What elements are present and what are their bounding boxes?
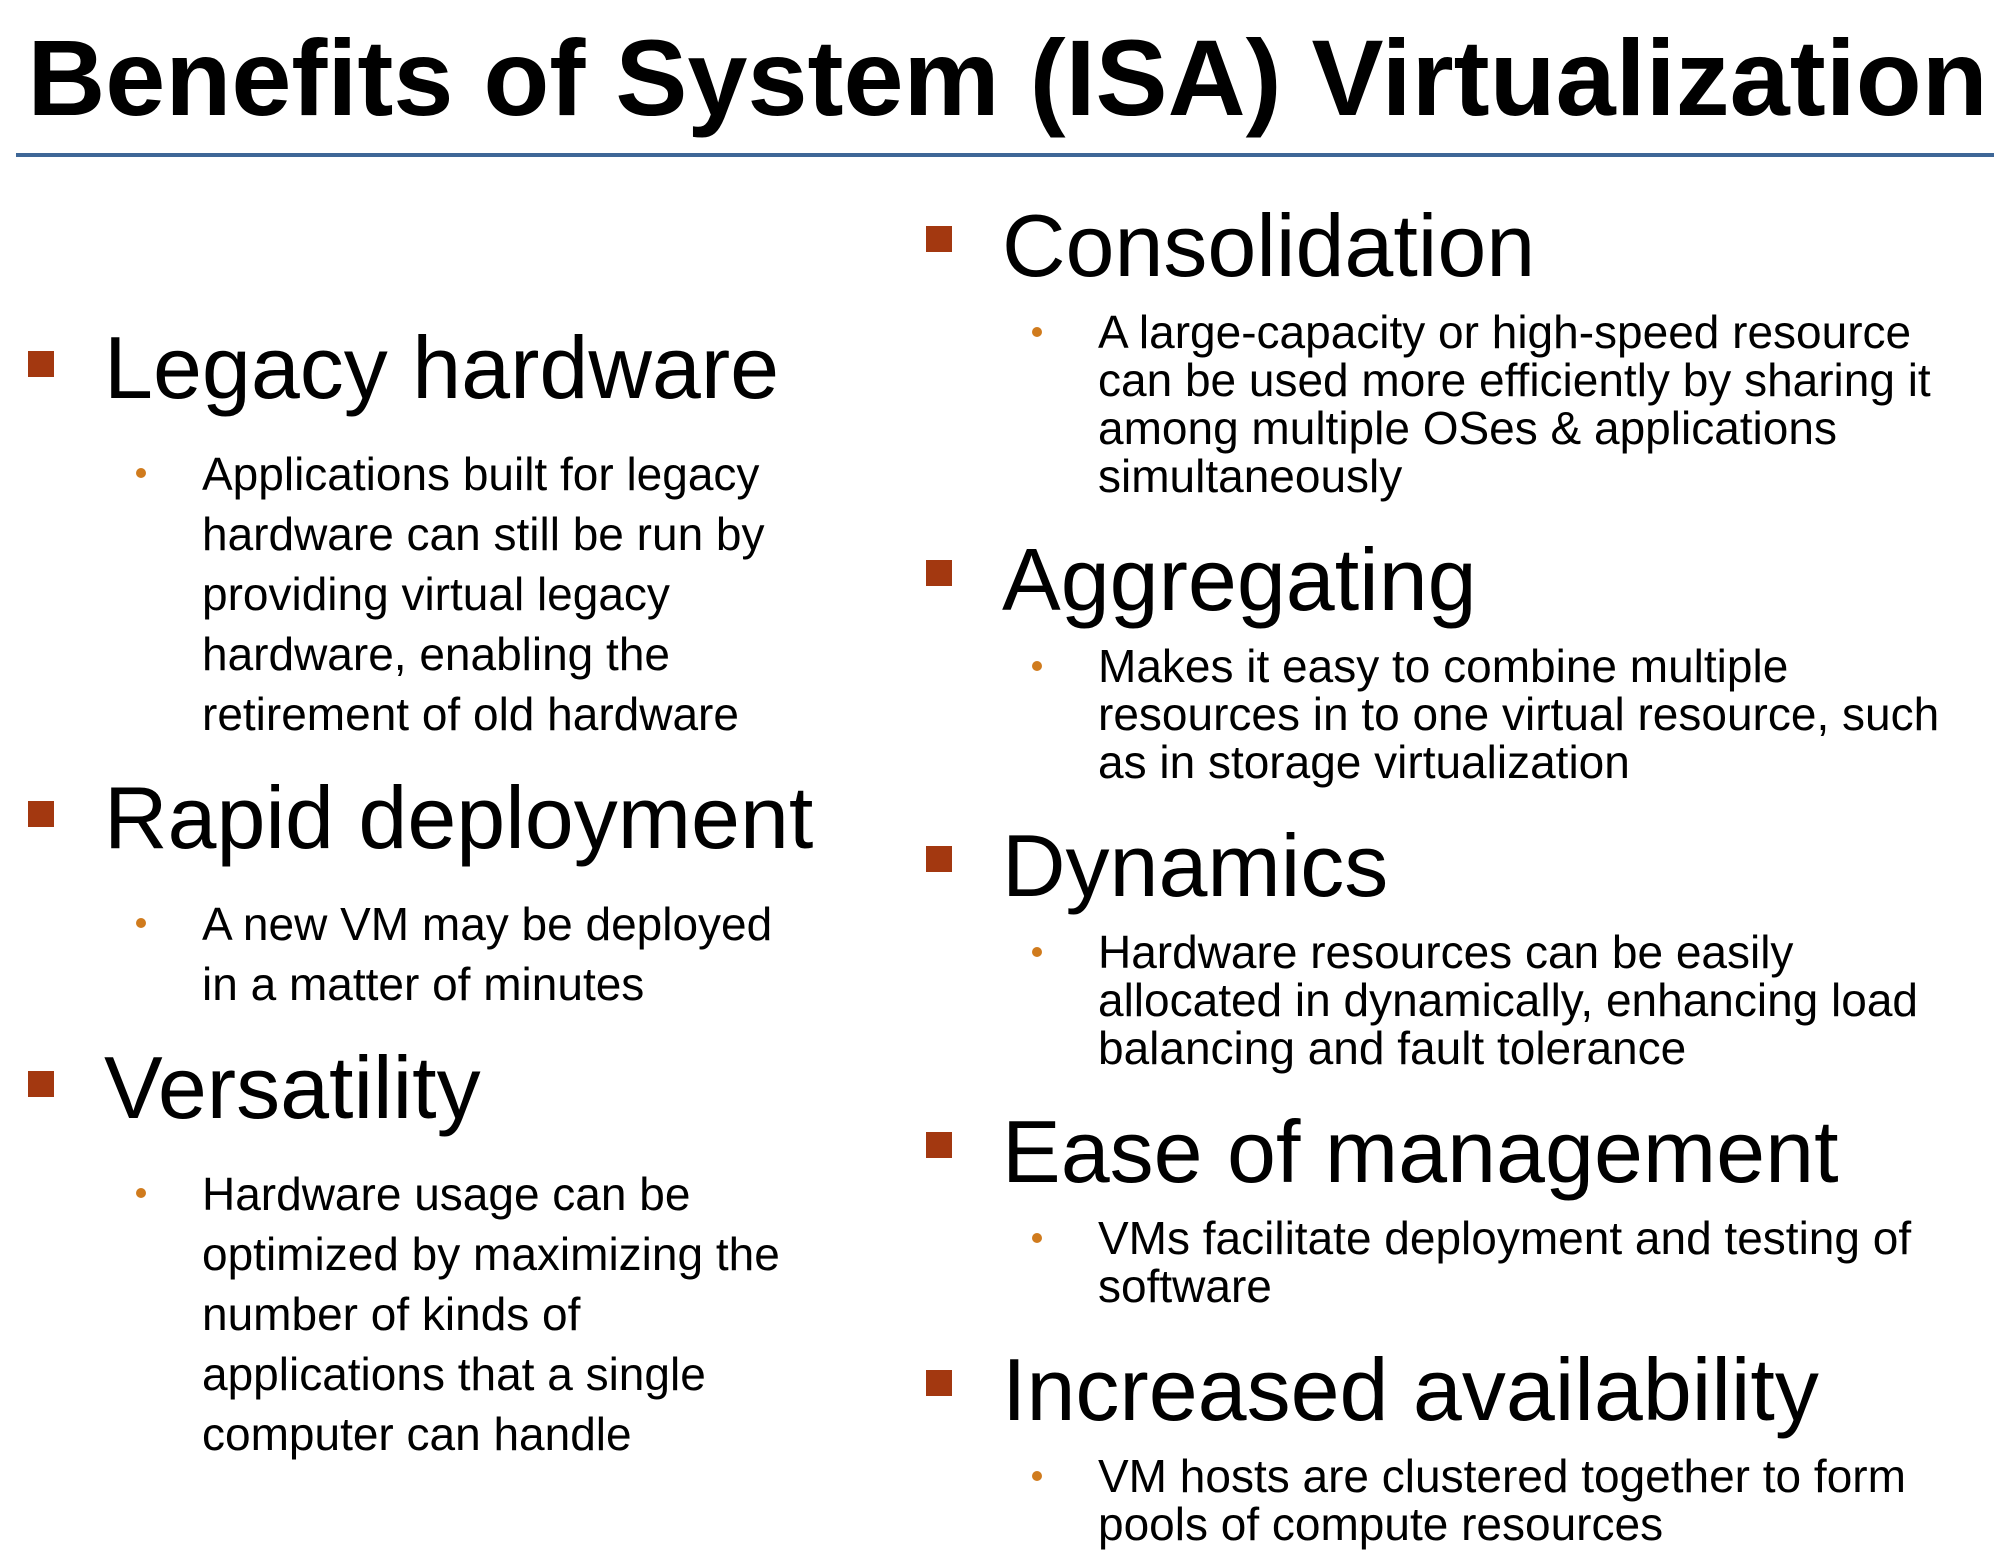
square-bullet-icon bbox=[926, 560, 952, 586]
bullet-item-increased-availability: Increased availability VM hosts are clus… bbox=[898, 1340, 2015, 1548]
bullet-heading: Ease of management bbox=[1002, 1102, 1839, 1201]
sub-bullet-row: A large-capacity or high-speed resource … bbox=[898, 308, 2015, 500]
bullet-item-ease-of-management: Ease of management VMs facilitate deploy… bbox=[898, 1102, 2015, 1310]
sub-bullet-text: Hardware usage can be optimized by maxim… bbox=[202, 1168, 780, 1460]
bullet-heading-row: Aggregating bbox=[898, 530, 2015, 630]
dot-bullet-icon bbox=[1032, 1233, 1042, 1243]
dot-bullet-icon bbox=[1032, 327, 1042, 337]
bullet-heading: Legacy hardware bbox=[104, 318, 780, 417]
square-bullet-icon bbox=[926, 1132, 952, 1158]
square-bullet-icon bbox=[926, 1370, 952, 1396]
bullet-heading: Rapid deployment bbox=[104, 768, 814, 867]
bullet-heading: Versatility bbox=[104, 1038, 481, 1137]
title-divider bbox=[16, 153, 1994, 157]
slide-title: Benefits of System (ISA) Virtualization bbox=[27, 17, 1988, 138]
bullet-item-legacy-hardware: Legacy hardware Applications built for l… bbox=[0, 318, 900, 744]
square-bullet-icon bbox=[926, 226, 952, 252]
left-column: Legacy hardware Applications built for l… bbox=[0, 318, 900, 1464]
square-bullet-icon bbox=[28, 351, 54, 377]
sub-bullet-row: A new VM may be deployed in a matter of … bbox=[0, 894, 900, 1014]
bullet-heading: Increased availability bbox=[1002, 1340, 1819, 1439]
sub-bullet-text: Hardware resources can be easily allocat… bbox=[1098, 926, 1919, 1074]
sub-bullet-row: Hardware usage can be optimized by maxim… bbox=[0, 1164, 900, 1464]
sub-bullet-text: VM hosts are clustered together to form … bbox=[1098, 1450, 1906, 1550]
sub-bullet-text: A large-capacity or high-speed resource … bbox=[1098, 306, 1931, 502]
bullet-heading-row: Versatility bbox=[0, 1038, 900, 1138]
sub-bullet-text: VMs facilitate deployment and testing of… bbox=[1098, 1212, 1912, 1312]
bullet-heading: Aggregating bbox=[1002, 530, 1477, 629]
dot-bullet-icon bbox=[1032, 1471, 1042, 1481]
sub-bullet-text: A new VM may be deployed in a matter of … bbox=[202, 898, 773, 1010]
sub-bullet-text: Makes it easy to combine multiple resour… bbox=[1098, 640, 1940, 788]
sub-bullet-text: Applications built for legacy hardware c… bbox=[202, 448, 765, 740]
sub-bullet-row: Makes it easy to combine multiple resour… bbox=[898, 642, 2015, 786]
bullet-heading-row: Legacy hardware bbox=[0, 318, 900, 418]
bullet-item-aggregating: Aggregating Makes it easy to combine mul… bbox=[898, 530, 2015, 786]
square-bullet-icon bbox=[28, 1071, 54, 1097]
bullet-heading: Dynamics bbox=[1002, 816, 1389, 915]
bullet-heading: Consolidation bbox=[1002, 196, 1536, 295]
sub-bullet-row: Applications built for legacy hardware c… bbox=[0, 444, 900, 744]
sub-bullet-row: Hardware resources can be easily allocat… bbox=[898, 928, 2015, 1072]
square-bullet-icon bbox=[926, 846, 952, 872]
bullet-heading-row: Consolidation bbox=[898, 196, 2015, 296]
right-column: Consolidation A large-capacity or high-s… bbox=[898, 196, 2015, 1548]
bullet-item-dynamics: Dynamics Hardware resources can be easil… bbox=[898, 816, 2015, 1072]
bullet-heading-row: Increased availability bbox=[898, 1340, 2015, 1440]
sub-bullet-row: VM hosts are clustered together to form … bbox=[898, 1452, 2015, 1548]
dot-bullet-icon bbox=[136, 1188, 146, 1198]
bullet-item-versatility: Versatility Hardware usage can be optimi… bbox=[0, 1038, 900, 1464]
bullet-item-rapid-deployment: Rapid deployment A new VM may be deploye… bbox=[0, 768, 900, 1014]
bullet-heading-row: Ease of management bbox=[898, 1102, 2015, 1202]
bullet-heading-row: Rapid deployment bbox=[0, 768, 900, 868]
bullet-heading-row: Dynamics bbox=[898, 816, 2015, 916]
dot-bullet-icon bbox=[136, 918, 146, 928]
bullet-item-consolidation: Consolidation A large-capacity or high-s… bbox=[898, 196, 2015, 500]
dot-bullet-icon bbox=[136, 468, 146, 478]
square-bullet-icon bbox=[28, 801, 54, 827]
dot-bullet-icon bbox=[1032, 947, 1042, 957]
dot-bullet-icon bbox=[1032, 661, 1042, 671]
sub-bullet-row: VMs facilitate deployment and testing of… bbox=[898, 1214, 2015, 1310]
